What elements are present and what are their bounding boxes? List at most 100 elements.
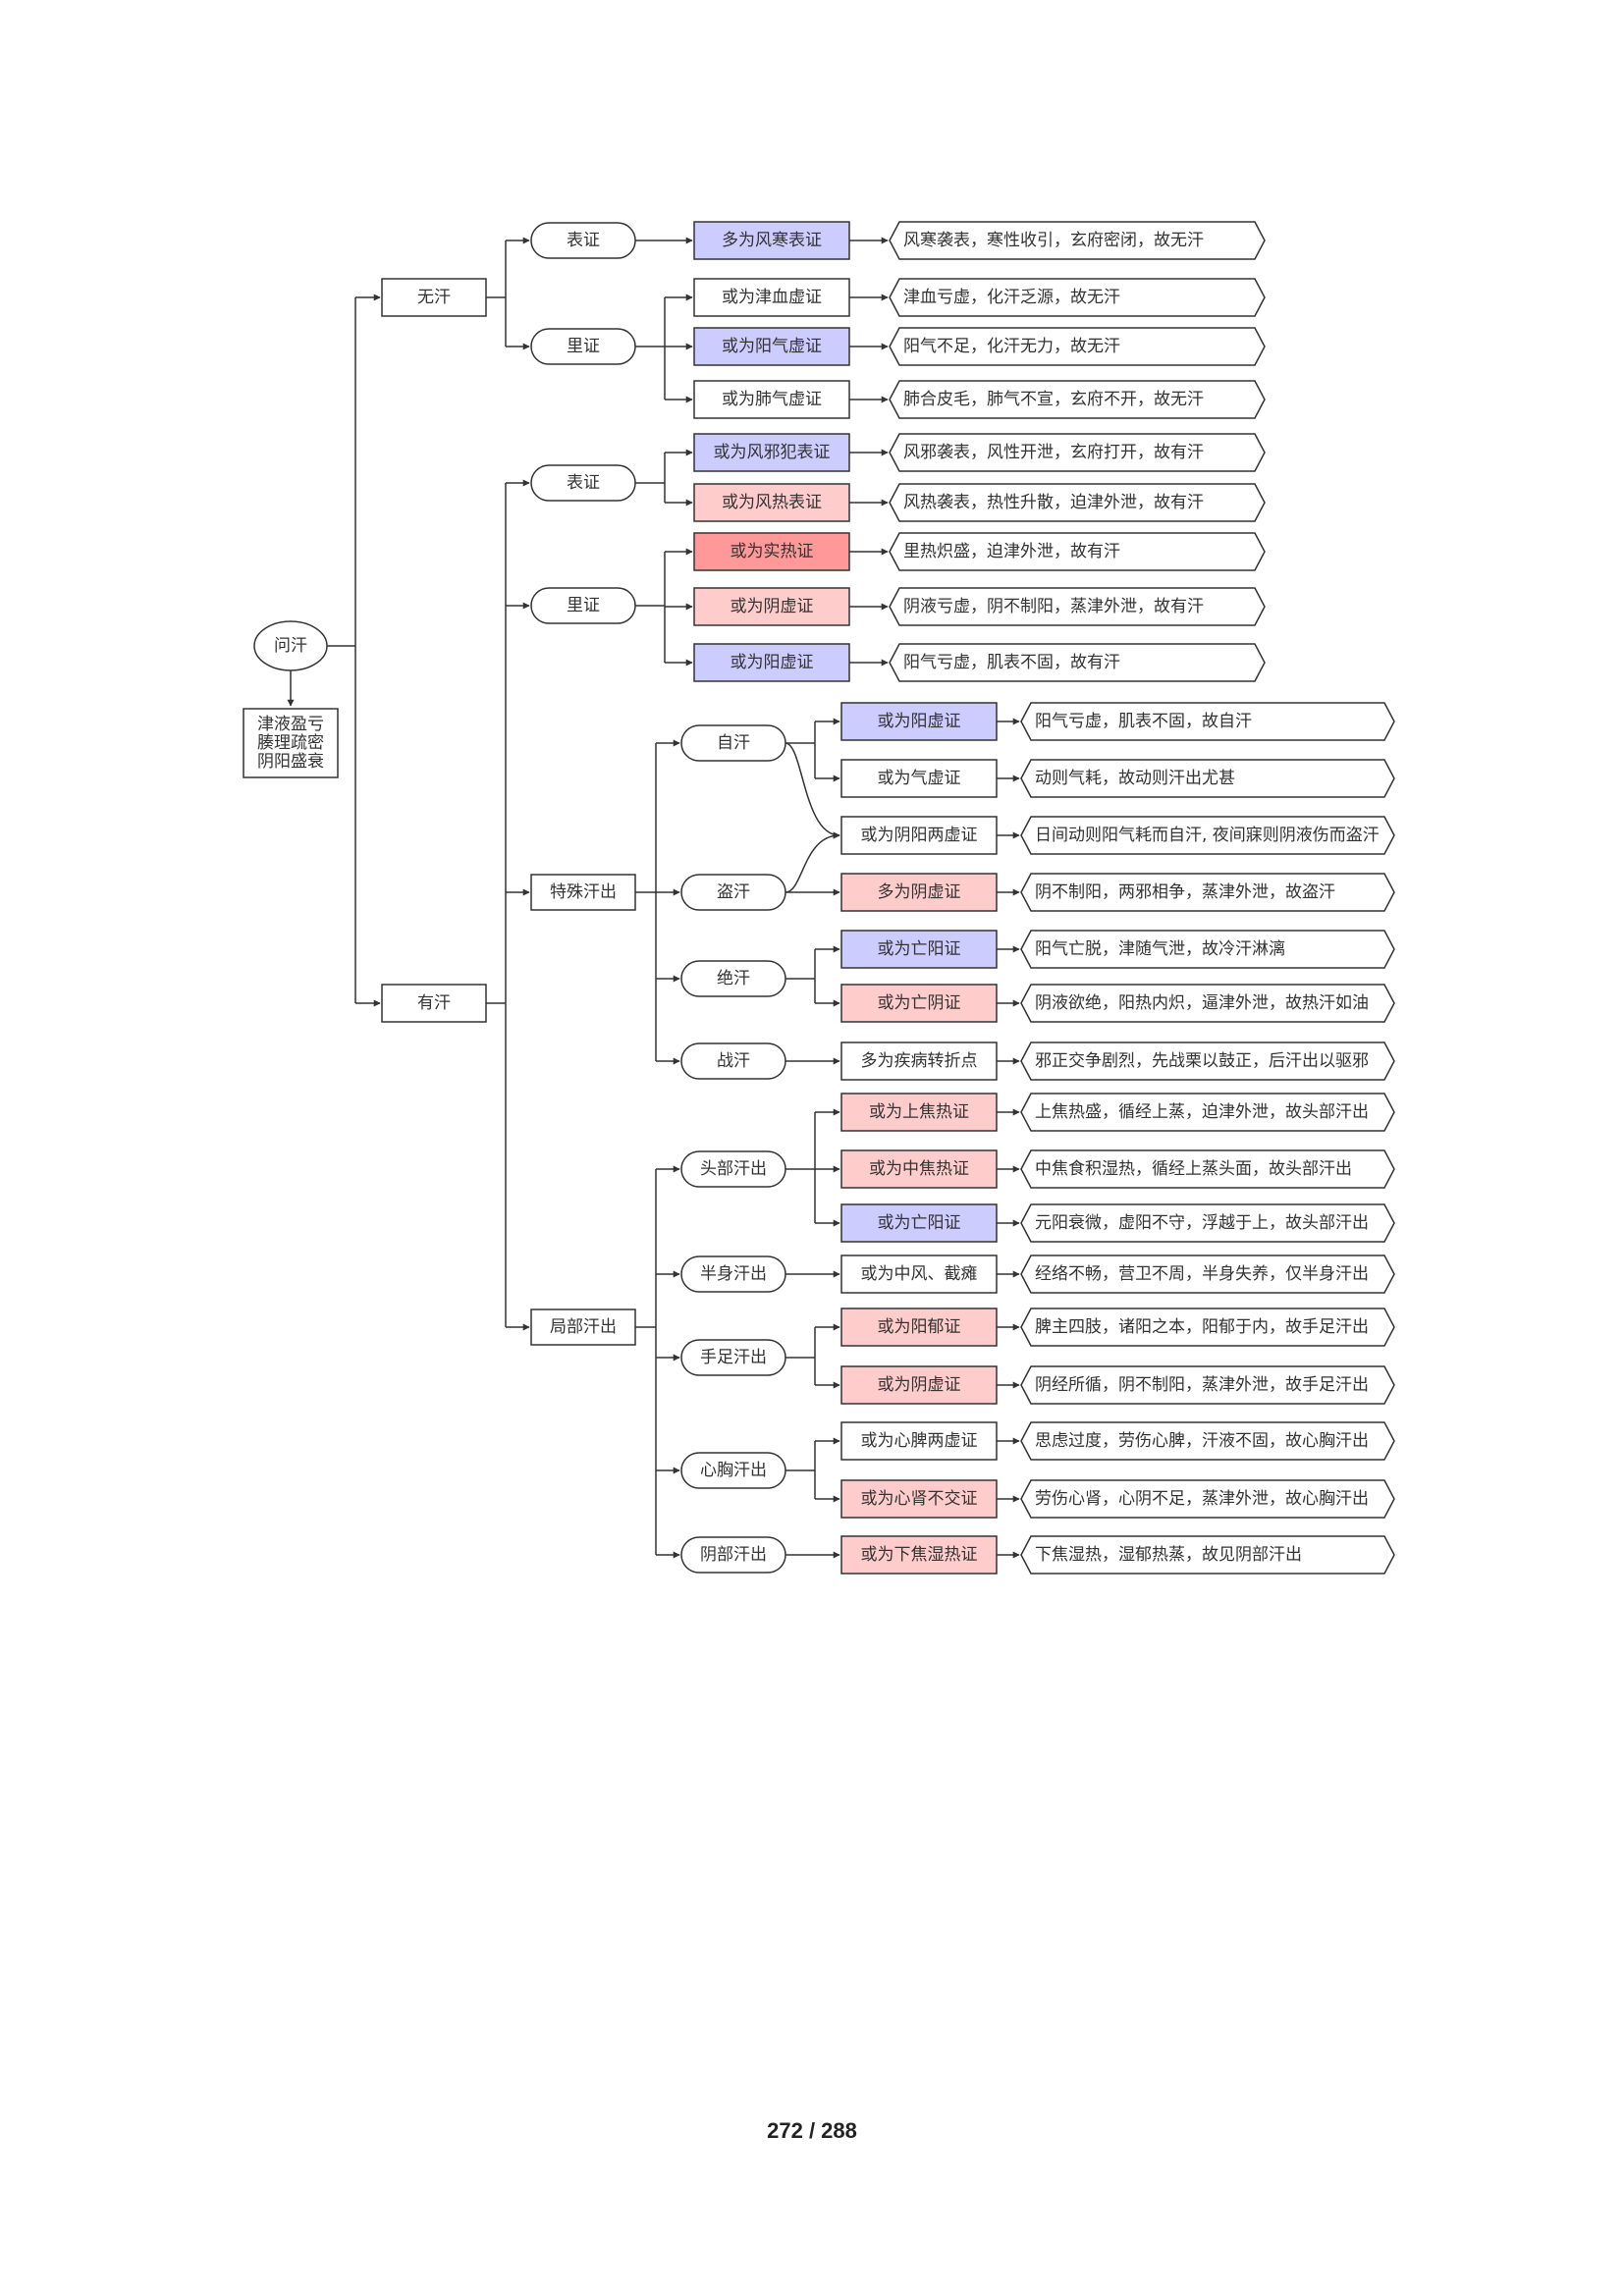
reason-tag: 阴液亏虚，阴不制阳，蒸津外泄，故有汗: [889, 587, 1266, 626]
reason-tag: 阳气亏虚，肌表不固，故有汗: [889, 643, 1266, 682]
reason-tag: 上焦热盛，循经上蒸，迫津外泄，故头部汗出: [1020, 1093, 1395, 1132]
reason-label: 上焦热盛，循经上蒸，迫津外泄，故头部汗出: [1035, 1102, 1369, 1122]
node-biaozheng-2: 表证: [530, 464, 636, 502]
node-xinxiong-hanchu-label: 心胸汗出: [700, 1461, 767, 1480]
syndrome-label: 或为风热表证: [722, 493, 822, 512]
reason-label: 肺合皮毛，肺气不宣，玄府不开，故无汗: [903, 390, 1204, 409]
reason-tag: 阴经所循，阴不制阳，蒸津外泄，故手足汗出: [1020, 1365, 1395, 1405]
reason-tag: 阴不制阳，两邪相争，蒸津外泄，故盗汗: [1020, 873, 1395, 912]
syndrome-box: 或为肺气虚证: [693, 380, 850, 419]
syndrome-label: 或为阳郁证: [878, 1317, 961, 1337]
reason-tag: 阳气亡脱，津随气泄，故冷汗淋漓: [1020, 930, 1395, 969]
syndrome-box: 或为上焦热证: [840, 1093, 998, 1132]
syndrome-box: 或为中风、截瘫: [840, 1255, 998, 1294]
root-node-wenhan: 问汗: [253, 620, 328, 671]
connector-lines: [287, 237, 1020, 1559]
reason-tag: 风热袭表，热性升散，迫津外泄，故有汗: [889, 483, 1266, 522]
reason-tag: 劳伤心肾，心阴不足，蒸津外泄，故心胸汗出: [1020, 1479, 1395, 1519]
reason-label: 阳气亏虚，肌表不固，故自汗: [1035, 712, 1252, 731]
node-youhan-label: 有汗: [417, 993, 451, 1013]
reason-tag: 日间动则阳气耗而自汗, 夜间寐则阴液伤而盗汗: [1020, 816, 1395, 855]
node-lizheng-2: 里证: [530, 587, 636, 624]
node-shouzu-hanchu: 手足汗出: [680, 1339, 786, 1376]
syndrome-box: 或为阳气虚证: [693, 327, 850, 366]
reason-label: 风寒袭表，寒性收引，玄府密闭，故无汗: [903, 231, 1204, 250]
reason-tag: 脾主四肢，诸阳之本，阳郁于内，故手足汗出: [1020, 1308, 1395, 1347]
syndrome-box: 或为中焦热证: [840, 1149, 998, 1189]
node-toubu-hanchu-label: 头部汗出: [700, 1159, 767, 1179]
root-note-line: 腠理疏密: [257, 733, 324, 753]
reason-label: 下焦湿热，湿郁热蒸，故见阴部汗出: [1035, 1545, 1302, 1565]
reason-tag: 阴液欲绝，阳热内炽，逼津外泄，故热汗如油: [1020, 984, 1395, 1023]
node-daohan: 盗汗: [680, 874, 786, 911]
reason-tag: 阳气亏虚，肌表不固，故自汗: [1020, 702, 1395, 741]
syndrome-label: 或为亡阴证: [878, 993, 961, 1013]
reason-label: 日间动则阳气耗而自汗, 夜间寐则阴液伤而盗汗: [1035, 826, 1380, 845]
reason-label: 思虑过度，劳伤心脾，汗液不固，故心胸汗出: [1035, 1431, 1369, 1451]
syndrome-box: 多为风寒表证: [693, 221, 850, 260]
reason-tag: 下焦湿热，湿郁热蒸，故见阴部汗出: [1020, 1535, 1395, 1575]
node-yinbu-hanchu: 阴部汗出: [680, 1536, 786, 1574]
node-daohan-label: 盗汗: [717, 882, 750, 902]
reason-label: 劳伤心肾，心阴不足，蒸津外泄，故心胸汗出: [1035, 1489, 1369, 1509]
syndrome-box: 或为阴虚证: [840, 1365, 998, 1405]
node-lizheng-1: 里证: [530, 328, 636, 365]
syndrome-box: 或为亡阳证: [840, 930, 998, 969]
syndrome-box: 或为阳虚证: [693, 643, 850, 682]
syndrome-label: 或为下焦湿热证: [861, 1545, 978, 1565]
reason-tag: 思虑过度，劳伤心脾，汗液不固，故心胸汗出: [1020, 1421, 1395, 1461]
reason-label: 经络不畅，营卫不周，半身失养，仅半身汗出: [1035, 1264, 1369, 1284]
syndrome-label: 或为阳虚证: [731, 653, 814, 672]
node-lizheng-1-label: 里证: [567, 337, 600, 356]
node-banshen-hanchu-label: 半身汗出: [700, 1264, 767, 1284]
reason-tag: 里热炽盛，迫津外泄，故有汗: [889, 532, 1266, 571]
syndrome-box: 或为气虚证: [840, 759, 998, 798]
reason-label: 风邪袭表，风性开泄，玄府打开，故有汗: [903, 443, 1204, 462]
syndrome-box: 或为风邪犯表证: [693, 433, 850, 472]
syndrome-box: 或为阴阳两虚证: [840, 816, 998, 855]
syndrome-box: 或为下焦湿热证: [840, 1535, 998, 1575]
syndrome-box: 或为亡阳证: [840, 1203, 998, 1243]
syndrome-box: 或为阳虚证: [840, 702, 998, 741]
reason-label: 阳气亏虚，肌表不固，故有汗: [903, 653, 1120, 672]
node-biaozheng-1-label: 表证: [567, 231, 600, 250]
node-yinbu-hanchu-label: 阴部汗出: [700, 1545, 767, 1565]
syndrome-label: 或为中焦热证: [869, 1159, 969, 1179]
reason-tag: 经络不畅，营卫不周，半身失养，仅半身汗出: [1020, 1255, 1395, 1294]
syndrome-box: 多为阴虚证: [840, 873, 998, 912]
reason-label: 津血亏虚，化汗乏源，故无汗: [903, 288, 1120, 307]
syndrome-label: 或为亡阳证: [878, 939, 961, 959]
root-label: 问汗: [274, 636, 307, 656]
reason-tag: 元阳衰微，虚阳不守，浮越于上，故头部汗出: [1020, 1203, 1395, 1243]
syndrome-label: 或为阴阳两虚证: [861, 826, 978, 845]
node-juehan-label: 绝汗: [717, 969, 750, 988]
root-note-line: 津液盈亏: [257, 715, 324, 734]
node-teshu-hanchu: 特殊汗出: [530, 874, 636, 911]
syndrome-label: 或为阳气虚证: [722, 337, 822, 356]
syndrome-box: 多为疾病转折点: [840, 1041, 998, 1081]
root-note-line: 阴阳盛衰: [257, 752, 324, 772]
reason-tag: 动则气耗，故动则汗出尤甚: [1020, 759, 1395, 798]
node-xinxiong-hanchu: 心胸汗出: [680, 1452, 786, 1489]
node-biaozheng-2-label: 表证: [567, 473, 600, 493]
reason-label: 元阳衰微，虚阳不守，浮越于上，故头部汗出: [1035, 1213, 1369, 1233]
node-zhanhan: 战汗: [680, 1042, 786, 1080]
syndrome-label: 或为实热证: [731, 542, 814, 561]
node-banshen-hanchu: 半身汗出: [680, 1255, 786, 1293]
reason-tag: 中焦食积湿热，循经上蒸头面，故头部汗出: [1020, 1149, 1395, 1189]
reason-label: 阴液亏虚，阴不制阳，蒸津外泄，故有汗: [903, 597, 1204, 616]
syndrome-box: 或为阳郁证: [840, 1308, 998, 1347]
syndrome-label: 多为风寒表证: [722, 231, 822, 250]
node-lizheng-2-label: 里证: [567, 596, 600, 615]
syndrome-label: 或为津血虚证: [722, 288, 822, 307]
reason-label: 动则气耗，故动则汗出尤甚: [1035, 769, 1235, 788]
node-wuhan-label: 无汗: [417, 288, 451, 307]
syndrome-label: 或为阴虚证: [878, 1375, 961, 1395]
node-biaozheng-1: 表证: [530, 222, 636, 259]
node-jubu-hanchu: 局部汗出: [530, 1308, 636, 1346]
syndrome-box: 或为风热表证: [693, 483, 850, 522]
diagram-nodes: 问汗津液盈亏腠理疏密阴阳盛衰无汗有汗表证里证表证里证特殊汗出局部汗出自汗盗汗绝汗…: [243, 221, 1395, 1575]
node-teshu-hanchu-label: 特殊汗出: [550, 882, 617, 902]
syndrome-label: 或为风邪犯表证: [714, 443, 831, 462]
